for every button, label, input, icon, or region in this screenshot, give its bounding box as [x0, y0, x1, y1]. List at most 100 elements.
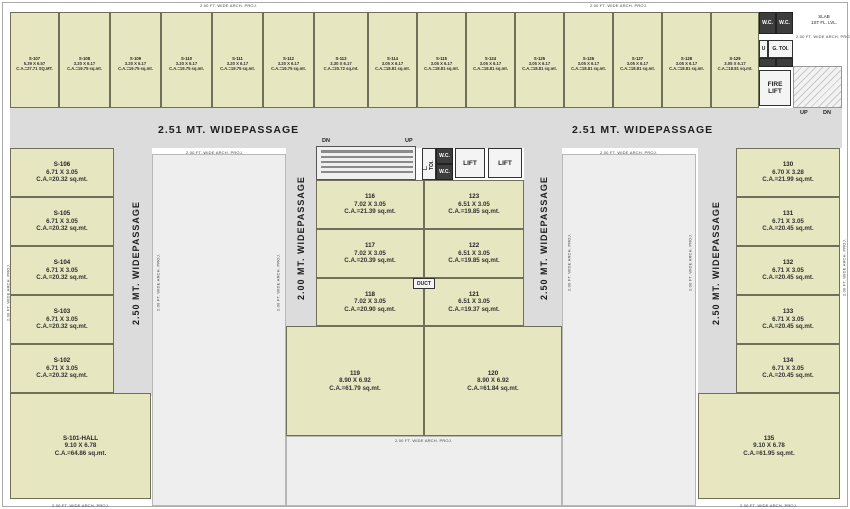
center-left-passage [286, 146, 316, 326]
shop-area: C.A.=19.75 sq.mt. [169, 66, 204, 72]
shop-135[interactable]: 135 9.10 X 6.78 C.A.=61.95 sq.mt. [698, 393, 840, 499]
shop-name: 118 [365, 290, 375, 298]
shop-name: S-125 [533, 56, 546, 61]
shop-name: S-108 [78, 56, 91, 61]
shop-name: S-101-HALL [62, 434, 99, 442]
shop-s127[interactable]: S-127 3.05 X 6.17 C.A.=18.81 sq.mt. [613, 12, 662, 108]
shop-dimensions: 6.71 X 3.05 [772, 266, 804, 274]
ladies-toilet-label: L. TOI. [423, 160, 435, 170]
shop-123[interactable]: 123 6.51 X 3.05 C.A.=19.85 sq.mt. [424, 180, 524, 229]
shop-name: 121 [468, 290, 480, 298]
shop-area: C.A.=18.81 sq.mt. [522, 66, 557, 72]
shop-133[interactable]: 133 6.71 X 3.05 C.A.=20.45 sq.mt. [736, 295, 840, 344]
passage-label-top-right: 2.51 MT. WIDEPASSAGE [572, 124, 714, 136]
wc-top-right: W.C. [776, 12, 793, 34]
right-courtyard [562, 154, 696, 506]
shop-area: C.A.=19.85 sq.mt. [448, 208, 500, 216]
shop-132[interactable]: 132 6.71 X 3.05 C.A.=20.45 sq.mt. [736, 246, 840, 295]
right-passage [698, 146, 736, 396]
wc-center-bottom: W.C. [436, 164, 453, 180]
shop-dimensions: 8.90 X 6.92 [477, 377, 509, 385]
slab-label: SLAB 1ST FL. LVL. [808, 14, 840, 26]
shop-name: 131 [782, 210, 794, 218]
shop-130[interactable]: 130 6.70 X 3.28 C.A.=21.99 sq.mt. [736, 148, 840, 197]
shop-dimensions: 3.20 X 6.17 [124, 61, 147, 67]
shop-s107[interactable]: S-107 5.39 X 6.57 C.A.=27.71 SQ.MT. [10, 12, 59, 108]
shop-118[interactable]: 118 7.02 X 3.05 C.A.=20.90 sq.mt. [316, 278, 424, 326]
shop-121[interactable]: 121 6.51 X 3.05 C.A.=19.37 sq.mt. [424, 278, 524, 326]
shop-dimensions: 3.20 X 6.17 [226, 61, 249, 67]
arch-note-left-edge: 2.00 FT. WIDE ARCH. PROJ. [5, 263, 11, 322]
arch-note-right-courtyard-v2: 2.00 FT. WIDE ARCH. PROJ. [687, 233, 693, 292]
shop-area: C.A.=18.81 sq.mt. [669, 66, 704, 72]
shop-area: C.A.=20.32 sq.mt. [36, 274, 88, 282]
gents-toilet-label: G. TOI. [772, 46, 789, 52]
shop-119[interactable]: 119 8.90 X 6.92 C.A.=61.79 sq.mt. [286, 326, 424, 436]
wc-label: W.C. [439, 169, 450, 175]
shop-name: 116 [365, 193, 375, 201]
shop-s103[interactable]: S-103 6.71 X 3.05 C.A.=20.32 sq.mt. [10, 295, 114, 344]
shop-s124[interactable]: S-124 3.05 X 6.17 C.A.=18.81 sq.mt. [466, 12, 515, 108]
shop-s110[interactable]: S-110 3.20 X 6.17 C.A.=19.75 sq.mt. [161, 12, 212, 108]
shop-s113[interactable]: S-113 3.30 X 6.17 C.A.=20.72 sq.mt. [314, 12, 368, 108]
lift-2: LIFT [488, 148, 522, 178]
shop-134[interactable]: 134 6.71 X 3.05 C.A.=20.45 sq.mt. [736, 344, 840, 393]
shop-s129[interactable]: S-129 3.05 X 6.17 C.A.=18.81 sq.mt. [711, 12, 759, 108]
shop-name: S-126 [582, 56, 595, 61]
shop-117[interactable]: 117 7.02 X 3.05 C.A.=20.39 sq.mt. [316, 229, 424, 278]
shop-name: S-111 [232, 56, 243, 61]
shop-dimensions: 6.71 X 3.05 [46, 364, 78, 372]
shop-s105[interactable]: S-105 6.71 X 3.05 C.A.=20.32 sq.mt. [10, 197, 114, 246]
shop-122[interactable]: 122 6.51 X 3.05 C.A.=19.85 sq.mt. [424, 229, 524, 278]
shop-area: C.A.=18.81 sq.mt. [620, 66, 655, 72]
shop-s109[interactable]: S-109 3.20 X 6.17 C.A.=19.75 sq.mt. [110, 12, 161, 108]
wc-label: W.C. [779, 20, 790, 26]
stair-top-right [793, 66, 842, 108]
shop-s104[interactable]: S-104 6.71 X 3.05 C.A.=20.32 sq.mt. [10, 246, 114, 295]
arch-note-top-right: 2.00 FT. WIDE ARCH. PROJ. [590, 3, 648, 8]
shop-dimensions: 7.02 X 3.05 [354, 249, 386, 257]
shop-name: S-112 [283, 56, 294, 61]
shop-name: S-105 [53, 210, 71, 218]
shop-name: S-106 [53, 161, 71, 169]
shop-area: C.A.=27.71 SQ.MT. [16, 66, 53, 72]
shop-name: 132 [782, 259, 794, 267]
shop-name: S-107 [28, 56, 41, 61]
lift-label: LIFT [463, 159, 477, 167]
wc-top-left: W.C. [759, 12, 776, 34]
arch-note-left-courtyard-v1: 2.00 FT. WIDE ARCH. PROJ. [155, 253, 161, 312]
shop-s128[interactable]: S-128 3.05 X 6.17 C.A.=18.81 sq.mt. [662, 12, 711, 108]
shop-area: C.A.=19.75 sq.mt. [67, 66, 102, 72]
shop-s126[interactable]: S-126 3.05 X 6.17 C.A.=18.81 sq.mt. [564, 12, 613, 108]
shop-131[interactable]: 131 6.71 X 3.05 C.A.=20.45 sq.mt. [736, 197, 840, 246]
shop-dimensions: 6.71 X 3.05 [772, 217, 804, 225]
shop-s108[interactable]: S-108 3.20 X 6.17 C.A.=19.75 sq.mt. [59, 12, 110, 108]
arch-note-left-courtyard: 2.00 FT. WIDE ARCH. PROJ. [186, 150, 244, 155]
shop-116[interactable]: 116 7.02 X 3.05 C.A.=21.39 sq.mt. [316, 180, 424, 229]
up-center: UP [405, 138, 413, 144]
shop-s125[interactable]: S-125 3.05 X 6.17 C.A.=18.81 sq.mt. [515, 12, 564, 108]
shop-dimensions: 6.51 X 3.05 [458, 200, 490, 208]
shop-dimensions: 3.20 X 6.17 [73, 61, 96, 67]
arch-note-right-courtyard: 2.00 FT. WIDE ARCH. PROJ. [600, 150, 658, 155]
shop-s112[interactable]: S-112 3.20 X 6.17 C.A.=19.75 sq.mt. [263, 12, 314, 108]
shop-name: S-110 [181, 56, 192, 61]
shop-area: C.A.=61.84 sq.mt. [467, 384, 519, 392]
shop-s114[interactable]: S-114 3.05 X 6.17 C.A.=18.81 sq.mt. [368, 12, 417, 108]
shop-name: S-102 [53, 357, 71, 365]
shop-s111[interactable]: S-111 3.20 X 6.17 C.A.=19.75 sq.mt. [212, 12, 263, 108]
shop-name: S-109 [129, 56, 142, 61]
up-top-right: UP [800, 110, 808, 116]
shop-s106[interactable]: S-106 6.71 X 3.05 C.A.=20.32 sq.mt. [10, 148, 114, 197]
shop-s115[interactable]: S-115 3.05 X 6.17 C.A.=18.81 sq.mt. [417, 12, 466, 108]
shop-name: S-104 [53, 259, 71, 267]
shop-120[interactable]: 120 8.90 X 6.92 C.A.=61.84 sq.mt. [424, 326, 562, 436]
shop-area: C.A.=61.79 sq.mt. [329, 384, 381, 392]
shop-s102[interactable]: S-102 6.71 X 3.05 C.A.=20.32 sq.mt. [10, 344, 114, 393]
arch-note-bottom-right: 2.00 FT. WIDE ARCH. PROJ. [740, 503, 798, 508]
shop-area: C.A.=18.81 sq.mt. [424, 66, 459, 72]
shop-name: 135 [763, 434, 775, 442]
shop-s101-hall[interactable]: S-101-HALL 9.10 X 6.78 C.A.=64.86 sq.mt. [10, 393, 151, 499]
